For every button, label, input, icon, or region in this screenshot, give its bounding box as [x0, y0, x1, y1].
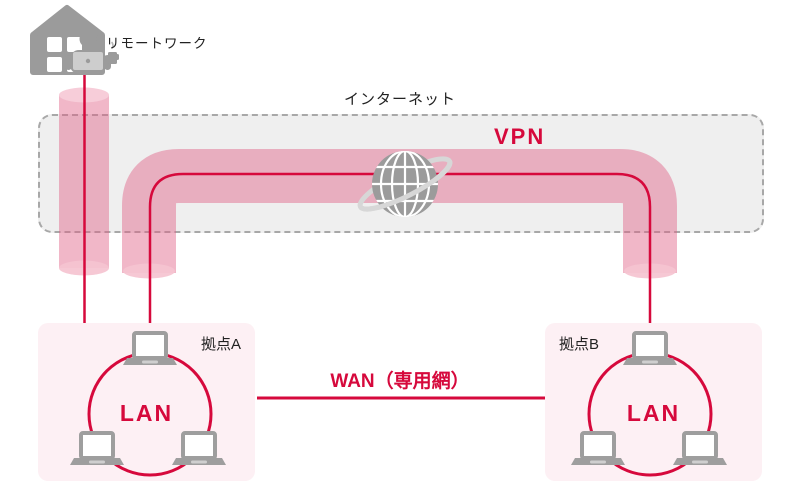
- remote-work-label: リモートワーク: [106, 36, 208, 51]
- site-a-label: 拠点A: [200, 336, 241, 353]
- wan-label: WAN（専用網）: [330, 371, 470, 392]
- laptop-icon: [121, 331, 179, 367]
- laptop-icon: [621, 331, 679, 367]
- internet-label: インターネット: [343, 91, 456, 108]
- remote-worker-icon: [65, 30, 119, 74]
- vpn-label: VPN: [494, 124, 546, 149]
- laptop-icon: [68, 431, 126, 467]
- site-b-lan-label: LAN: [626, 400, 681, 426]
- coffee-cup-icon: [108, 41, 119, 64]
- site-a-lan-label: LAN: [119, 400, 174, 426]
- site-b-label: 拠点B: [559, 336, 600, 353]
- laptop-icon: [569, 431, 627, 467]
- globe-icon: [357, 151, 453, 217]
- laptop-icon: [671, 431, 729, 467]
- house-icon: [30, 5, 105, 75]
- laptop-icon: [170, 431, 228, 467]
